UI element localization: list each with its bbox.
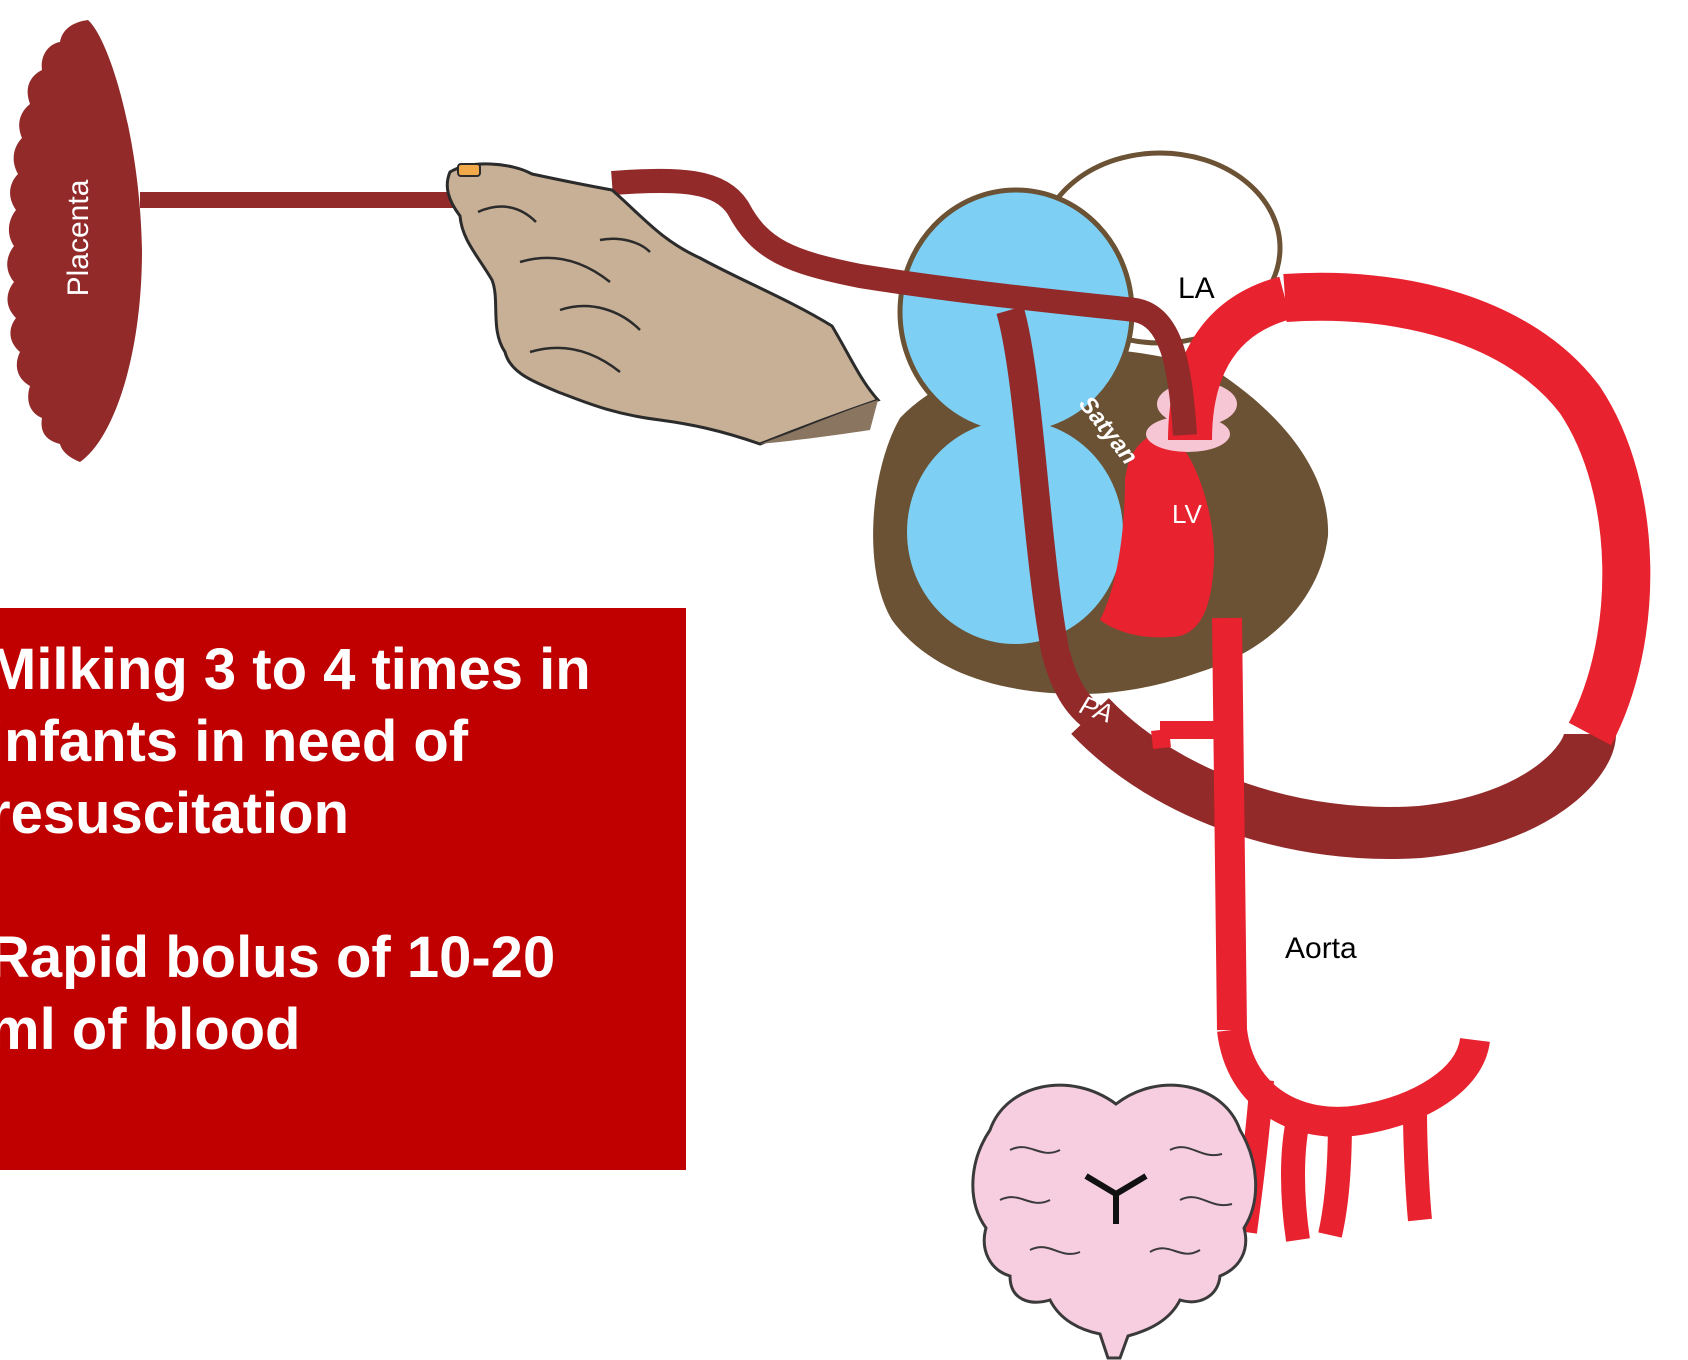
fingernail xyxy=(458,164,480,176)
right-ventricle xyxy=(907,420,1123,644)
aorta-label: Aorta xyxy=(1285,932,1357,965)
hand-icon xyxy=(447,164,878,444)
la-label: LA xyxy=(1178,272,1215,305)
info-line: Rapid bolus of 10-20 xyxy=(0,922,555,994)
info-line: ml of blood xyxy=(0,994,301,1066)
info-line: infants in need of xyxy=(0,706,468,778)
placenta-label: Placenta xyxy=(62,179,95,296)
info-line: Milking 3 to 4 times in xyxy=(0,634,591,706)
info-box: Milking 3 to 4 times in infants in need … xyxy=(0,608,686,1170)
info-line: resuscitation xyxy=(0,778,349,850)
descending-aorta xyxy=(1227,618,1232,1030)
aortic-arch xyxy=(1285,297,1626,734)
lv-label: LV xyxy=(1172,499,1203,529)
